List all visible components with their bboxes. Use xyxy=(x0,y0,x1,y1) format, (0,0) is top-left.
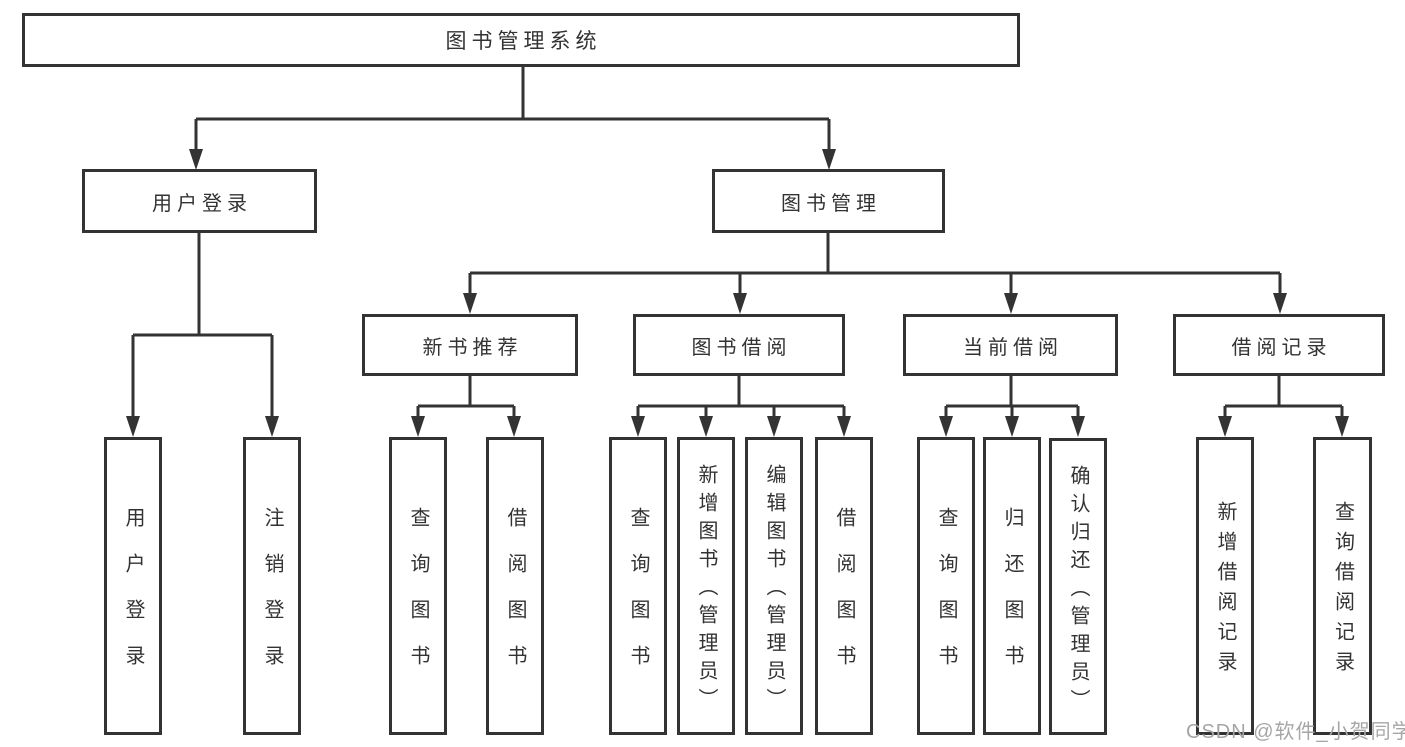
arrowhead xyxy=(1335,416,1349,437)
connector-user-login-to-leaves xyxy=(131,233,274,420)
arrowhead xyxy=(1004,293,1018,314)
node-book-mgmt-label: 图书管理 xyxy=(781,192,881,215)
node-book-borrow-label: 图书借阅 xyxy=(691,336,792,359)
connector-new-book-rec-to-leaves xyxy=(416,376,516,420)
arrowhead xyxy=(631,416,645,437)
leaf-borrow-book-1-label: 借阅图书 xyxy=(504,507,526,691)
leaf-user-login-label: 用户登录 xyxy=(122,507,144,691)
watermark: CSDN @软件_小贺同学 xyxy=(1186,721,1405,743)
connector-book-borrow-to-leaves xyxy=(636,376,846,420)
arrowhead xyxy=(126,416,140,437)
leaf-query-borrow-record-label: 查询借阅记录 xyxy=(1331,501,1354,681)
leaf-query-book-2: 查询图书 xyxy=(609,437,667,735)
leaf-borrow-book-1: 借阅图书 xyxy=(486,437,544,735)
leaf-add-book-admin: 新增图书（管理员） xyxy=(677,437,735,735)
node-borrow-records: 借阅记录 xyxy=(1173,314,1385,376)
leaf-logout-label: 注销登录 xyxy=(261,507,283,691)
node-new-book-rec: 新书推荐 xyxy=(362,314,578,376)
leaf-add-borrow-record: 新增借阅记录 xyxy=(1196,437,1254,735)
leaf-confirm-return-admin-label: 确认归还（管理员） xyxy=(1067,464,1089,717)
leaf-add-book-admin-label: 新增图书（管理员） xyxy=(695,464,717,716)
leaf-query-book-1: 查询图书 xyxy=(389,437,447,735)
leaf-edit-book-admin-label: 编辑图书（管理员） xyxy=(763,464,785,716)
leaf-logout: 注销登录 xyxy=(243,437,301,735)
node-user-login: 用户登录 xyxy=(82,169,317,233)
arrowhead xyxy=(1005,416,1019,437)
node-root: 图书管理系统 xyxy=(22,13,1020,67)
node-book-mgmt: 图书管理 xyxy=(712,169,945,233)
leaf-return-book-label: 归还图书 xyxy=(1001,507,1023,691)
leaf-query-book-3: 查询图书 xyxy=(917,437,975,735)
node-root-label: 图书管理系统 xyxy=(445,30,602,53)
leaf-query-book-3-label: 查询图书 xyxy=(935,507,957,691)
arrowhead xyxy=(822,149,836,170)
leaf-query-borrow-record: 查询借阅记录 xyxy=(1313,437,1372,735)
arrowhead xyxy=(837,416,851,437)
leaf-query-book-1-label: 查询图书 xyxy=(407,507,429,691)
arrowhead xyxy=(939,416,953,437)
node-book-borrow: 图书借阅 xyxy=(633,314,845,376)
leaf-add-borrow-record-label: 新增借阅记录 xyxy=(1214,501,1236,681)
leaf-user-login: 用户登录 xyxy=(104,437,162,735)
arrowhead xyxy=(463,293,477,314)
node-borrow-records-label: 借阅记录 xyxy=(1231,336,1332,359)
node-current-borrow-label: 当前借阅 xyxy=(963,336,1063,359)
arrowhead xyxy=(265,416,279,437)
arrowhead xyxy=(1273,293,1287,314)
connector-root-to-level2 xyxy=(194,67,831,151)
leaf-borrow-book-2-label: 借阅图书 xyxy=(833,507,855,691)
arrowhead xyxy=(767,416,781,437)
arrowhead xyxy=(733,293,747,314)
arrowhead xyxy=(507,416,521,437)
node-new-book-rec-label: 新书推荐 xyxy=(422,336,523,359)
connector-book-mgmt-to-level3 xyxy=(468,233,1282,297)
node-user-login-label: 用户登录 xyxy=(152,192,252,215)
leaf-confirm-return-admin: 确认归还（管理员） xyxy=(1049,438,1107,735)
connector-borrow-records-to-leaves xyxy=(1223,376,1344,420)
leaf-edit-book-admin: 编辑图书（管理员） xyxy=(745,437,803,735)
arrowhead xyxy=(411,416,425,437)
arrowhead xyxy=(189,149,203,170)
arrowhead xyxy=(1218,416,1232,437)
node-current-borrow: 当前借阅 xyxy=(903,314,1118,376)
leaf-query-book-2-label: 查询图书 xyxy=(627,507,649,691)
arrowhead xyxy=(699,416,713,437)
leaf-return-book: 归还图书 xyxy=(983,437,1041,735)
connector-current-borrow-to-leaves xyxy=(944,376,1080,420)
leaf-borrow-book-2: 借阅图书 xyxy=(815,437,873,735)
arrowhead xyxy=(1071,416,1085,437)
